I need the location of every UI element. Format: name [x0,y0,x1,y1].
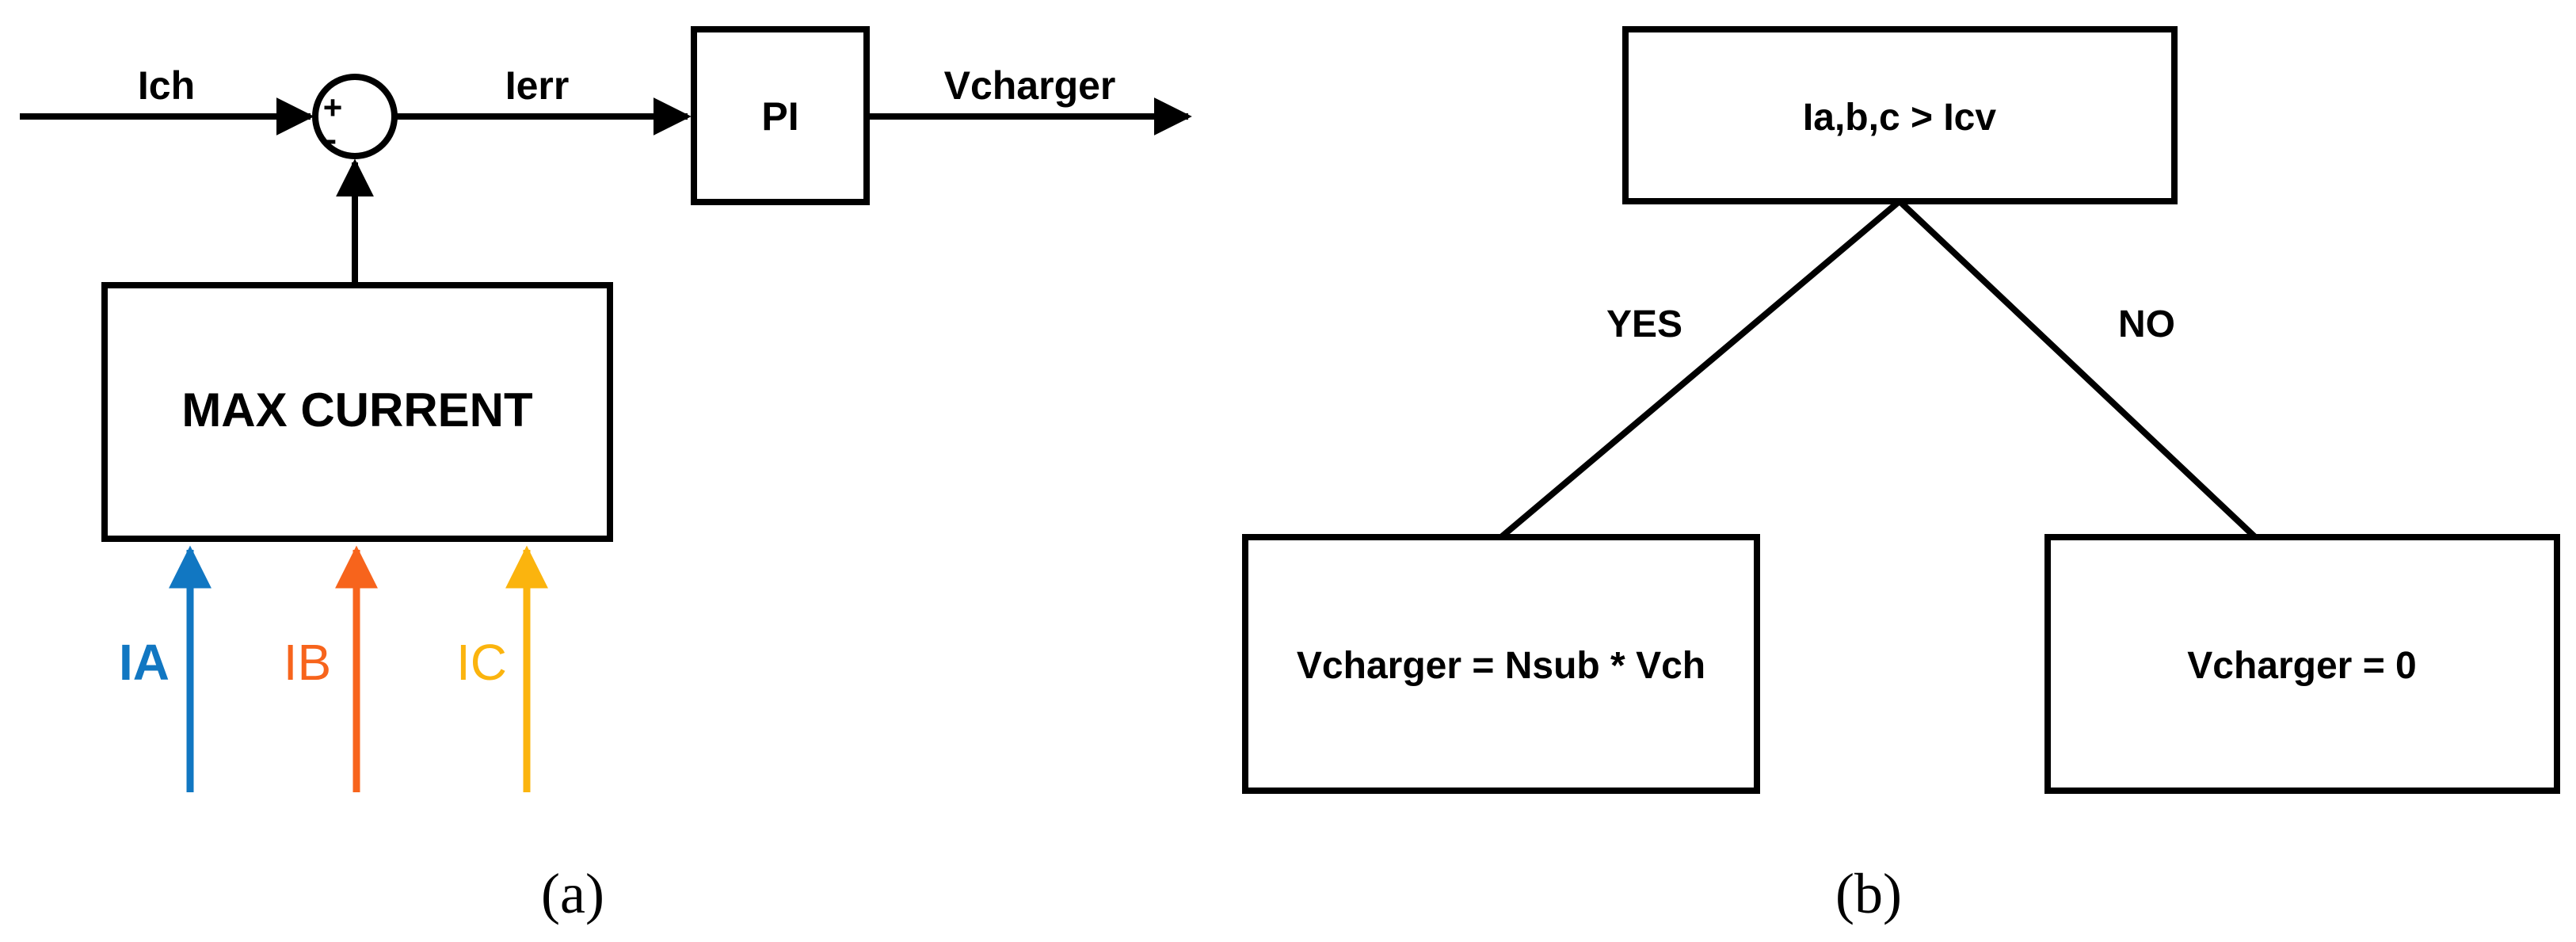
plus-sign: + [323,89,343,126]
ic-label: IC [456,634,507,691]
no-result-box [2044,534,2560,794]
yes-result-box [1242,534,1760,794]
yes-label: YES [1606,303,1682,345]
pi-label: PI [761,94,798,139]
minus-sign: - [326,120,337,158]
condition-box [1622,26,2178,204]
panel-a: Ich + - Ierr PI Vcharger MAX CURRENT IA … [20,26,1192,925]
ierr-label: Ierr [505,63,570,108]
condition-label: Ia,b,c > Icv [1803,97,1996,139]
yes-result-label: Vcharger = Nsub * Vch [1297,645,1705,687]
max-current-label: MAX CURRENT [181,383,532,437]
no-label: NO [2118,303,2175,345]
caption-b: (b) [1835,862,1902,925]
no-branch-line [1897,199,2258,540]
ia-label: IA [119,634,170,691]
yes-branch-line [1499,198,1902,540]
pi-block [691,26,870,205]
max-current-block [101,282,613,542]
no-result-label: Vcharger = 0 [2187,645,2417,687]
ib-label: IB [284,634,331,691]
caption-a: (a) [541,862,604,925]
ich-label: Ich [138,63,195,108]
vcharger-output-label: Vcharger [944,63,1116,108]
panel-b: Ia,b,c > Icv YES NO Vcharger = Nsub * Vc… [1242,26,2560,925]
